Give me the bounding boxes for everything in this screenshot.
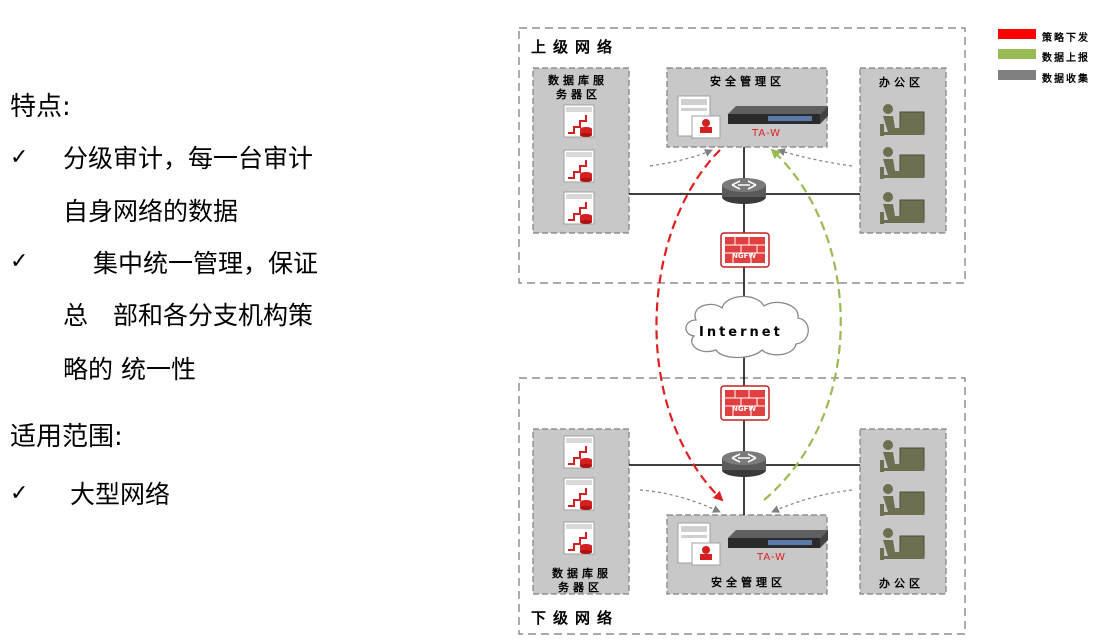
legend-label-policy: 策略下发 bbox=[1042, 33, 1090, 44]
legend-swatch-policy bbox=[998, 29, 1036, 39]
lower-device-label: TA-W bbox=[757, 552, 787, 563]
check-mark: ✓ bbox=[10, 249, 29, 274]
db-server-icon bbox=[563, 191, 595, 225]
feature-item-2-line-2: 总 部和各分支机构策 bbox=[63, 301, 314, 330]
audit-appliance-icon bbox=[728, 106, 828, 124]
features-title: 特点: bbox=[10, 92, 71, 122]
report-arrow bbox=[763, 148, 842, 501]
feature-item-2-line-1: 集中统一管理，保证 bbox=[93, 249, 319, 278]
db-server-icon bbox=[563, 477, 595, 511]
db-server-icon bbox=[563, 149, 595, 183]
internet-cloud bbox=[685, 295, 809, 359]
lower-db-zone-label-2: 务器区 bbox=[558, 581, 603, 594]
db-server-icon bbox=[563, 435, 595, 469]
legend-swatch-report bbox=[998, 49, 1036, 59]
lower-network-label: 下级网络 bbox=[531, 609, 620, 627]
lower-firewall-label: NGFW bbox=[732, 405, 757, 413]
upper-firewall-label: NGFW bbox=[732, 252, 757, 260]
policy-arrow bbox=[655, 149, 724, 502]
scope-title: 适用范围: bbox=[10, 422, 123, 452]
db-server-icon bbox=[563, 104, 595, 138]
feature-item-1-line-2: 自身网络的数据 bbox=[63, 197, 239, 226]
lower-office-zone-label: 办公区 bbox=[879, 577, 924, 590]
audit-appliance-icon bbox=[728, 530, 828, 548]
legend-label-report: 数据上报 bbox=[1042, 53, 1090, 64]
collect-arrow bbox=[649, 149, 713, 167]
scope-item-1: 大型网络 bbox=[70, 480, 171, 509]
collect-arrow bbox=[777, 148, 853, 167]
upper-db-zone-label-1: 数据库服 bbox=[548, 74, 608, 87]
check-mark: ✓ bbox=[10, 145, 29, 170]
lower-db-zone-label-1: 数据库服 bbox=[552, 567, 612, 580]
legend-swatch-collect bbox=[998, 70, 1036, 80]
check-mark: ✓ bbox=[10, 481, 29, 506]
upper-network-label: 上级网络 bbox=[531, 38, 620, 56]
upper-router bbox=[721, 177, 767, 205]
feature-item-2-line-3: 略的 统一性 bbox=[63, 355, 196, 384]
collect-arrow bbox=[771, 489, 853, 513]
lower-network-box bbox=[518, 377, 966, 635]
lower-router bbox=[721, 450, 767, 478]
upper-network-box bbox=[518, 27, 966, 284]
internet-label: Internet bbox=[699, 325, 783, 340]
upper-device-label: TA-W bbox=[752, 128, 782, 139]
collect-arrow bbox=[639, 489, 721, 513]
legend-label-collect: 数据收集 bbox=[1042, 74, 1090, 85]
upper-db-zone-label-2: 务器区 bbox=[556, 88, 601, 101]
feature-item-1-line-1: 分级审计，每一台审计 bbox=[63, 144, 314, 173]
upper-security-zone-label: 安全管理区 bbox=[710, 75, 785, 88]
lower-firewall bbox=[720, 385, 770, 421]
db-server-icon bbox=[563, 521, 595, 555]
upper-office-zone-label: 办公区 bbox=[879, 76, 924, 89]
upper-firewall bbox=[720, 232, 770, 268]
lower-security-zone-label: 安全管理区 bbox=[711, 576, 786, 589]
